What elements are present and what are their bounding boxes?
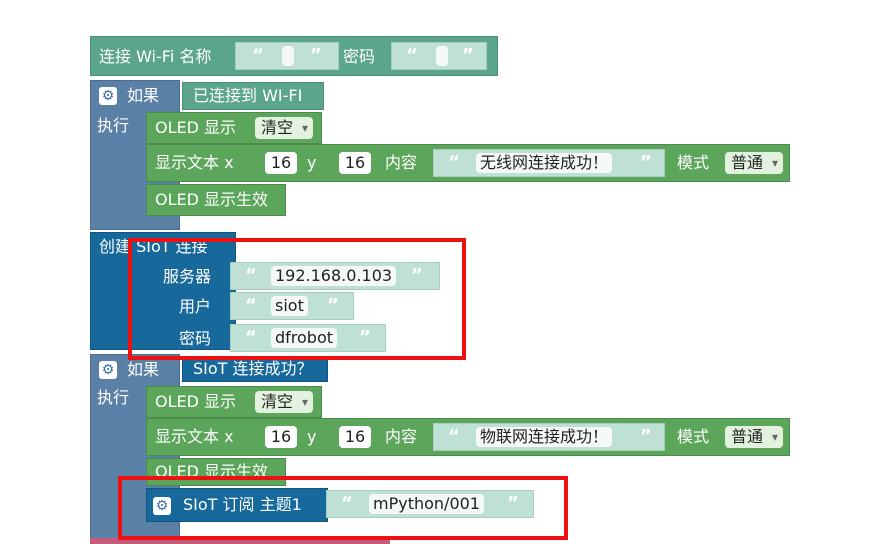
y-label: y: [307, 153, 317, 172]
siot-server-label: 服务器: [163, 267, 212, 286]
oled-apply-label: OLED 显示生效: [155, 190, 269, 209]
quote-open-icon: “: [245, 295, 257, 316]
mode-dropdown[interactable]: 普通: [725, 152, 784, 174]
oled-apply-block[interactable]: OLED 显示生效: [146, 184, 286, 216]
quote-close-icon: ”: [327, 295, 339, 316]
content-label: 内容: [385, 427, 418, 446]
quote-open-icon: “: [245, 265, 257, 286]
siot-user-string[interactable]: “ siot ”: [230, 292, 354, 320]
oled-show-block[interactable]: OLED 显示 清空: [146, 386, 322, 418]
siot-topic-value[interactable]: mPython/001: [369, 494, 484, 514]
display-text-block[interactable]: 显示文本 x 16 y 16 内容 “ 无线网连接成功！ ” 模式 普通: [146, 144, 790, 182]
siot-server-string[interactable]: “ 192.168.0.103 ”: [230, 262, 440, 290]
oled-show-label: OLED 显示: [155, 118, 237, 137]
x-value-field[interactable]: 16: [265, 426, 297, 448]
x-value-field[interactable]: 16: [265, 152, 297, 174]
if-label: 如果: [127, 86, 160, 105]
siot-user-label: 用户: [179, 297, 212, 316]
gear-icon[interactable]: ⚙: [153, 497, 171, 515]
if-label: 如果: [127, 360, 160, 379]
y-value-field[interactable]: 16: [339, 426, 371, 448]
oled-clear-dropdown[interactable]: 清空: [255, 117, 314, 139]
siot-password-label: 密码: [179, 329, 212, 348]
content-value[interactable]: 无线网连接成功！: [476, 153, 613, 173]
siot-password-string[interactable]: “ dfrobot ”: [230, 324, 386, 352]
next-block-partial[interactable]: [90, 538, 390, 544]
y-value-field[interactable]: 16: [339, 152, 371, 174]
quote-close-icon: ”: [640, 152, 652, 173]
wifi-ssid-string[interactable]: “ ”: [235, 42, 339, 70]
siot-password-value[interactable]: dfrobot: [271, 328, 338, 348]
quote-open-icon: “: [245, 327, 257, 348]
siot-subscribe-block[interactable]: ⚙ SIoT 订阅 主题1: [146, 488, 328, 522]
siot-create-block[interactable]: 创建 SIoT 连接 服务器 用户 密码: [90, 232, 236, 350]
do-label: 执行: [97, 388, 130, 407]
quote-close-icon: ”: [359, 327, 371, 348]
content-value[interactable]: 物联网连接成功！: [476, 427, 613, 447]
quote-open-icon: “: [341, 493, 353, 514]
quote-close-icon: ”: [411, 265, 423, 286]
quote-close-icon: ”: [310, 45, 322, 66]
display-text-label: 显示文本 x: [155, 427, 234, 446]
siot-topic-string[interactable]: “ mPython/001 ”: [326, 490, 534, 518]
content-string[interactable]: “ 物联网连接成功！ ”: [433, 423, 665, 451]
quote-open-icon: “: [448, 426, 460, 447]
siot-user-value[interactable]: siot: [271, 296, 308, 316]
wifi-connected-condition[interactable]: 已连接到 WI-FI: [182, 82, 324, 110]
wifi-password-string[interactable]: “ ”: [391, 42, 487, 70]
display-text-block[interactable]: 显示文本 x 16 y 16 内容 “ 物联网连接成功！ ” 模式 普通: [146, 418, 790, 456]
do-label: 执行: [97, 116, 130, 135]
wifi-ssid-field[interactable]: [282, 46, 294, 66]
siot-subscribe-label: SIoT 订阅 主题1: [183, 495, 302, 514]
quote-open-icon: “: [448, 152, 460, 173]
quote-close-icon: ”: [640, 426, 652, 447]
oled-show-block[interactable]: OLED 显示 清空: [146, 112, 322, 144]
wifi-connect-label: 连接 Wi-Fi 名称: [99, 47, 212, 66]
mode-label: 模式: [677, 153, 710, 172]
highlight-box-siot-config: [128, 238, 466, 360]
wifi-connected-label: 已连接到 WI-FI: [193, 86, 303, 105]
wifi-password-field[interactable]: [436, 46, 448, 66]
wifi-password-label: 密码: [343, 47, 376, 66]
content-label: 内容: [385, 153, 418, 172]
highlight-box-siot-subscribe: [118, 476, 568, 540]
display-text-label: 显示文本 x: [155, 153, 234, 172]
quote-close-icon: ”: [462, 45, 474, 66]
siot-connected-label: SIoT 连接成功？: [193, 359, 313, 378]
oled-clear-dropdown[interactable]: 清空: [255, 391, 314, 413]
oled-show-label: OLED 显示: [155, 392, 237, 411]
content-string[interactable]: “ 无线网连接成功！ ”: [433, 149, 665, 177]
mode-dropdown[interactable]: 普通: [725, 426, 784, 448]
gear-icon[interactable]: ⚙: [99, 361, 117, 379]
siot-server-value[interactable]: 192.168.0.103: [271, 266, 397, 286]
gear-icon[interactable]: ⚙: [99, 87, 117, 105]
quote-open-icon: “: [406, 45, 418, 66]
y-label: y: [307, 427, 317, 446]
wifi-connect-block[interactable]: 连接 Wi-Fi 名称 “ ” 密码 “ ”: [90, 36, 498, 76]
quote-open-icon: “: [252, 45, 264, 66]
mode-label: 模式: [677, 427, 710, 446]
quote-close-icon: ”: [507, 493, 519, 514]
